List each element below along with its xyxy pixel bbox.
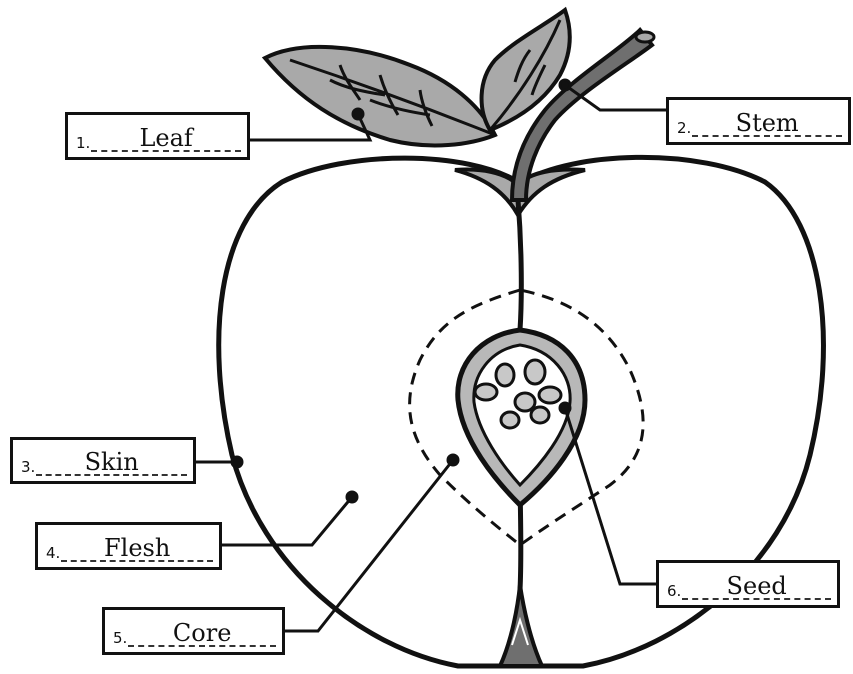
answer-text: Skin [83,450,141,475]
label-number: 2. [677,121,691,136]
answer-text: Flesh [102,536,172,561]
label-number: 4. [46,546,60,561]
answer-blank[interactable]: Leaf [91,123,241,151]
label-stem[interactable]: 2. Stem [666,97,851,145]
answer-blank[interactable]: Core [128,618,276,646]
label-leaf[interactable]: 1. Leaf [65,112,250,160]
label-number: 5. [113,631,127,646]
answer-blank[interactable]: Skin [36,447,187,475]
answer-blank[interactable]: Flesh [61,533,213,561]
label-number: 3. [21,460,35,475]
label-number: 1. [76,136,90,151]
label-core[interactable]: 5. Core [102,607,285,655]
answer-text: Stem [734,111,801,136]
answer-text: Core [171,621,234,646]
label-skin[interactable]: 3. Skin [10,437,196,484]
answer-blank[interactable]: Seed [682,571,831,599]
answer-text: Leaf [137,126,194,151]
label-number: 6. [667,584,681,599]
label-flesh[interactable]: 4. Flesh [35,522,222,570]
answer-blank[interactable]: Stem [692,108,842,136]
label-seed[interactable]: 6. Seed [656,560,840,608]
answer-text: Seed [725,574,789,599]
